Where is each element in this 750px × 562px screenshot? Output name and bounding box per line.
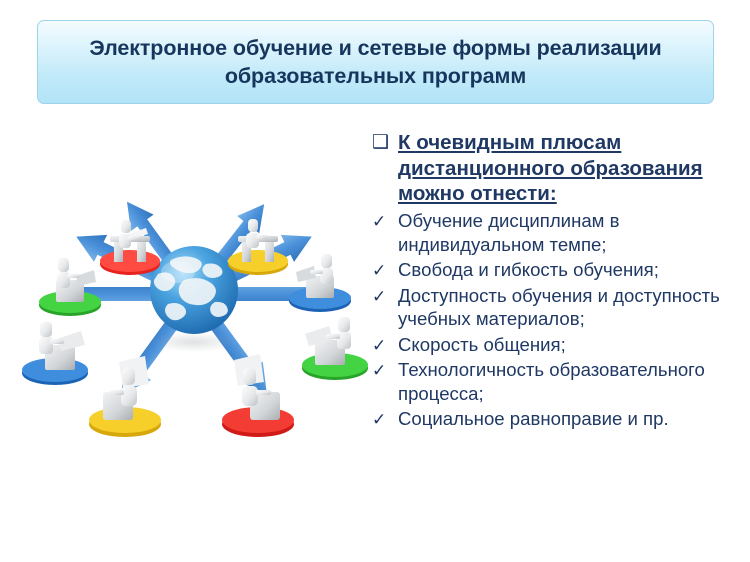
list-item: ✓ Технологичность образовательного проце… <box>372 358 744 405</box>
student-bottom-right <box>222 354 294 437</box>
globe-icon <box>150 246 238 352</box>
check-bullet-icon: ✓ <box>372 361 387 381</box>
list-item: ✓ Свобода и гибкость обучения; <box>372 258 744 282</box>
check-bullet-icon: ✓ <box>372 212 387 232</box>
list-item: ✓ Доступность обучения и доступность уче… <box>372 284 744 331</box>
benefits-heading-text: К очевидным плюсам дистанционного образо… <box>398 131 703 206</box>
check-bullet-icon: ✓ <box>372 410 387 430</box>
check-bullet-icon: ✓ <box>372 286 387 306</box>
square-bullet-icon: ❑ <box>372 132 390 153</box>
benefits-heading-row: ❑ К очевидным плюсам дистанционного обра… <box>372 130 744 207</box>
check-bullet-icon: ✓ <box>372 335 387 355</box>
list-item-label: Социальное равноправие и пр. <box>398 408 669 430</box>
list-item: ✓ Скорость общения; <box>372 333 744 357</box>
student-right <box>302 317 368 380</box>
list-item: ✓ Обучение дисциплинам в индивидуальном … <box>372 209 744 256</box>
student-top-right <box>228 219 288 275</box>
list-item-label: Доступность обучения и доступность учебн… <box>398 284 720 330</box>
list-item-label: Технологичность образовательного процесс… <box>398 359 705 404</box>
check-bullet-icon: ✓ <box>372 261 387 281</box>
benefits-list: ❑ К очевидным плюсам дистанционного обра… <box>372 130 744 433</box>
student-nodes <box>22 219 368 437</box>
distance-learning-illustration <box>8 176 372 456</box>
student-bottom-left <box>89 356 161 437</box>
page-title: Электронное обучение и сетевые формы реа… <box>89 35 662 88</box>
slide-title-box: Электронное обучение и сетевые формы реа… <box>37 20 714 104</box>
list-item-label: Свобода и гибкость обучения; <box>398 259 659 281</box>
student-left <box>22 322 88 385</box>
student-top-left <box>100 220 160 275</box>
student-upper-right <box>289 254 351 312</box>
list-item-label: Обучение дисциплинам в индивидуальном те… <box>398 210 620 255</box>
list-item: ✓ Социальное равноправие и пр. <box>372 407 744 431</box>
list-item-label: Скорость общения; <box>398 333 566 355</box>
student-upper-left <box>39 258 101 316</box>
